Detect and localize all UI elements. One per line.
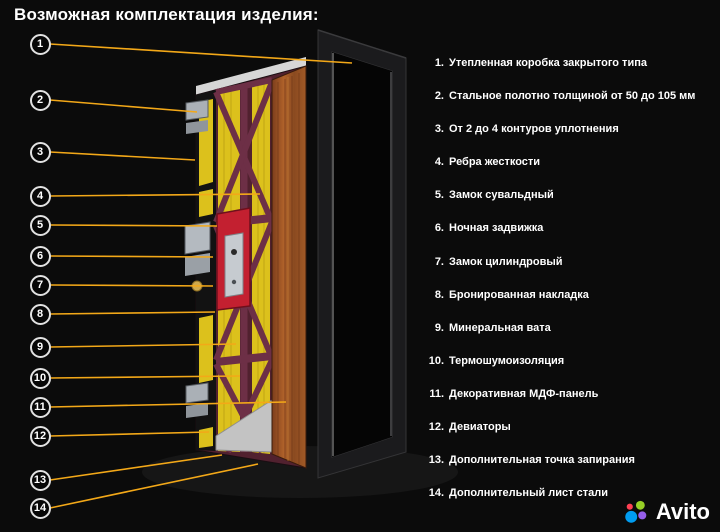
- callout-line: [49, 454, 223, 481]
- legend-text: От 2 до 4 контуров уплотнения: [449, 123, 619, 136]
- legend-item-6: 6. Ночная задвижка: [420, 222, 716, 255]
- legend-item-8: 8. Бронированная накладка: [420, 289, 716, 322]
- callout-marker-8: 8: [29, 303, 51, 325]
- keyhole: [231, 249, 237, 255]
- callout-line: [49, 284, 214, 287]
- leaf-top-edge: [196, 57, 306, 95]
- callout-line: [49, 401, 287, 408]
- wood-grain: [277, 73, 300, 464]
- callout-line: [49, 343, 237, 348]
- hinge-bottom: [185, 382, 209, 404]
- callout-marker-4: 4: [29, 185, 51, 207]
- legend-item-1: 1. Утепленная коробка закрытого типа: [420, 57, 716, 90]
- legend-item-3: 3. От 2 до 4 контуров уплотнения: [420, 123, 716, 156]
- legend-num: 3.: [434, 123, 444, 136]
- legend-item-12: 12. Девиаторы: [420, 421, 716, 454]
- avito-watermark: Avito: [623, 499, 710, 525]
- callout-line: [49, 255, 214, 258]
- callout-line: [49, 193, 261, 197]
- mdf-panel: [271, 65, 307, 469]
- callout-marker-14: 14: [29, 497, 51, 519]
- legend-item-14: 14. Дополнительный лист стали: [420, 487, 716, 520]
- legend-item-9: 9. Минеральная вата: [420, 322, 716, 355]
- legend-num: 2.: [434, 90, 444, 103]
- callout-marker-12: 12: [29, 425, 51, 447]
- legend-text: Замок сувальдный: [449, 189, 554, 202]
- legend-num: 5.: [434, 189, 444, 202]
- legend-text: Ночная задвижка: [449, 222, 544, 235]
- page-title: Возможная комплектация изделия:: [14, 5, 319, 24]
- legend-text: Девиаторы: [449, 421, 511, 434]
- legend-text: Минеральная вата: [449, 321, 551, 334]
- legend-num: 7.: [434, 255, 444, 268]
- callout-line: [49, 375, 241, 379]
- legend-text: Стальное полотно толщиной от 50 до 105 м…: [449, 90, 696, 103]
- callout-marker-1: 1: [29, 33, 51, 55]
- hinge-top: [185, 99, 209, 121]
- legend-text: Термошумоизоляция: [449, 354, 565, 367]
- callout-marker-13: 13: [29, 469, 51, 491]
- door-frame: [317, 29, 407, 479]
- callout-line: [49, 311, 216, 315]
- legend-text: Дополнительная точка запирания: [449, 454, 635, 467]
- legend-text: Декоративная МДФ-панель: [449, 387, 599, 400]
- legend-text: Бронированная накладка: [449, 288, 589, 301]
- callout-marker-7: 7: [29, 274, 51, 296]
- legend-num: 4.: [434, 156, 444, 169]
- legend-num: 10.: [428, 354, 444, 367]
- callout-line: [49, 43, 353, 64]
- legend-num: 8.: [434, 288, 444, 301]
- legend-num: 11.: [429, 387, 444, 400]
- legend-item-10: 10. Термошумоизоляция: [420, 355, 716, 388]
- callout-line: [49, 463, 259, 509]
- avito-logo-icon: [625, 500, 647, 523]
- legend-num: 1.: [434, 57, 444, 69]
- callout-line: [49, 151, 196, 161]
- lock-block: [216, 207, 251, 311]
- legend-text: Дополнительный лист стали: [449, 487, 608, 500]
- callout-marker-6: 6: [29, 245, 51, 267]
- callout-lines: [49, 43, 353, 509]
- legend-item-2: 2. Стальное полотно толщиной от 50 до 105…: [420, 90, 716, 123]
- legend-num: 14.: [428, 487, 444, 500]
- legend-item-11: 11. Декоративная МДФ-панель: [420, 388, 716, 421]
- callout-marker-9: 9: [29, 336, 51, 358]
- legend-text: Ребра жесткости: [449, 156, 541, 169]
- legend-num: 6.: [434, 222, 444, 235]
- legend-list: 1. Утепленная коробка закрытого типа 2. Ст…: [420, 57, 716, 520]
- callout-line: [49, 99, 198, 113]
- callout-line: [49, 431, 210, 437]
- door-leaf: [184, 57, 307, 469]
- lock-plate: [184, 221, 211, 255]
- callout-marker-2: 2: [29, 89, 51, 111]
- callout-marker-10: 10: [29, 367, 51, 389]
- legend-item-4: 4. Ребра жесткости: [420, 156, 716, 189]
- callout-marker-5: 5: [29, 214, 51, 236]
- legend-text: Утепленная коробка закрытого типа: [449, 57, 647, 69]
- legend-text: Замок цилиндровый: [449, 255, 563, 268]
- edge-hardware: [184, 99, 211, 418]
- legend-item-13: 13. Дополнительная точка запирания: [420, 454, 716, 487]
- legend-num: 12.: [428, 421, 444, 434]
- legend-item-7: 7. Замок цилиндровый: [420, 256, 716, 289]
- legend-item-5: 5. Замок сувальдный: [420, 189, 716, 222]
- callout-marker-3: 3: [29, 141, 51, 163]
- avito-logo-text: Avito: [655, 499, 710, 524]
- legend-num: 9.: [434, 321, 444, 334]
- legend-num: 13.: [428, 454, 444, 467]
- callout-line: [49, 224, 218, 227]
- callout-marker-11: 11: [29, 396, 51, 418]
